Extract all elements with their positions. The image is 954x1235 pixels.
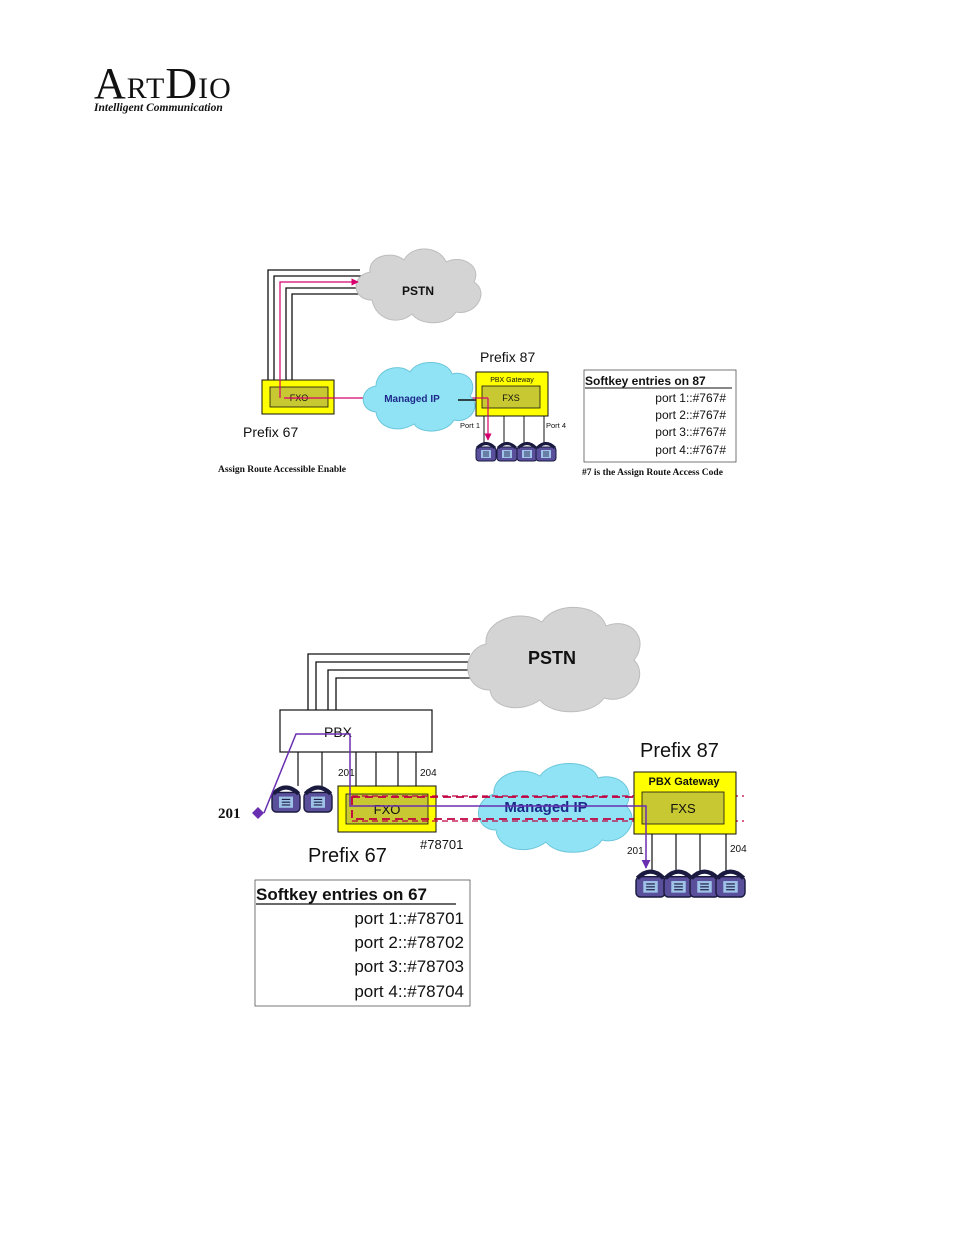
d1-phones	[474, 442, 558, 463]
d2-pstn-label: PSTN	[528, 648, 576, 668]
d2-fxo-box: FXO	[337, 785, 437, 833]
d1-port-1-label: Port 1	[460, 421, 480, 430]
d2-pbx-label: PBX	[324, 724, 353, 740]
d2-ext-204-gw: 204	[730, 844, 747, 855]
d1-softkey-title: Softkey entries on 87	[585, 374, 706, 388]
d1-managed-ip-label: Managed IP	[384, 394, 440, 405]
d1-caption-left: Assign Route Accessible Enable	[218, 465, 346, 475]
d1-managed-ip-cloud: Managed IP	[362, 362, 476, 432]
d2-caller-label: 201	[218, 806, 241, 822]
d1-softkey-entry-3: port 3::#767#	[655, 425, 726, 439]
d1-prefix-67: Prefix 67	[243, 424, 298, 440]
d2-gateway-port-lines	[651, 834, 727, 874]
d1-caption-right: #7 is the Assign Route Access Code	[582, 468, 723, 478]
d2-softkey-table: Softkey entries on 67 port 1::#78701 por…	[254, 879, 471, 1007]
d1-fxo-box: FXO	[261, 379, 335, 415]
d1-softkey-entry-2: port 2::#767#	[655, 408, 726, 422]
d2-fxs-label: FXS	[670, 801, 696, 816]
d2-pstn-cloud: PSTN	[467, 607, 641, 713]
d2-trunk-lines	[307, 653, 470, 710]
d2-prefix-87: Prefix 87	[640, 740, 719, 762]
d2-pbx-phones	[272, 788, 332, 813]
d2-call-path	[263, 733, 651, 869]
d1-trunk-lines	[267, 269, 366, 380]
logo-wordmark: ARTDIO	[94, 59, 232, 108]
d1-pbx-gateway-box: PBX Gateway FXS	[475, 371, 549, 417]
d1-pstn-cloud: PSTN	[355, 248, 482, 324]
logo-tagline: Intelligent Communication	[94, 102, 223, 114]
d2-softkey-title: Softkey entries on 67	[256, 885, 427, 904]
d2-softkey-entry-1: port 1::#78701	[354, 909, 464, 928]
d1-port-lines	[483, 416, 545, 444]
d2-pbx-extension-lines	[297, 752, 417, 786]
d2-pbx-gateway-label: PBX Gateway	[649, 776, 721, 788]
d2-ext-204-pbx: 204	[420, 768, 437, 779]
d2-prefix-67: Prefix 67	[308, 845, 387, 867]
d2-softkey-entry-4: port 4::#78704	[354, 982, 464, 1001]
d2-managed-ip-cloud: Managed IP	[478, 763, 633, 853]
d2-ext-201-pbx: 201	[338, 768, 355, 779]
d1-fxs-label: FXS	[502, 393, 520, 403]
d2-managed-ip-label: Managed IP	[504, 799, 587, 816]
d2-softkey-entry-2: port 2::#78702	[354, 933, 464, 952]
d2-dial-code: #78701	[420, 837, 463, 852]
d1-pstn-label: PSTN	[402, 284, 434, 298]
d2-fxo-label: FXO	[374, 802, 401, 817]
d1-port-4-label: Port 4	[546, 421, 566, 430]
diagram-2: PSTN PBX 201 204 201 FXO	[218, 607, 747, 1007]
d2-gateway-phones	[636, 872, 745, 897]
d1-softkey-table: Softkey entries on 87 port 1::#767# port…	[583, 369, 737, 463]
diagram-1: PSTN FXO Managed IP PBX Gateway FXS Pr	[218, 248, 737, 478]
d1-softkey-entry-1: port 1::#767#	[655, 391, 726, 405]
d2-pbx-gateway-box: PBX Gateway FXS	[633, 771, 737, 835]
artdio-logo: ARTDIO Intelligent Communication	[92, 62, 252, 122]
d2-pbx-box: PBX	[279, 709, 433, 753]
d1-pbx-gateway-label: PBX Gateway	[490, 377, 534, 384]
d1-prefix-87: Prefix 87	[480, 349, 535, 365]
d1-softkey-entry-4: port 4::#767#	[655, 443, 726, 457]
d2-softkey-entry-3: port 3::#78703	[354, 957, 464, 976]
d2-ext-201-gw: 201	[627, 846, 644, 857]
